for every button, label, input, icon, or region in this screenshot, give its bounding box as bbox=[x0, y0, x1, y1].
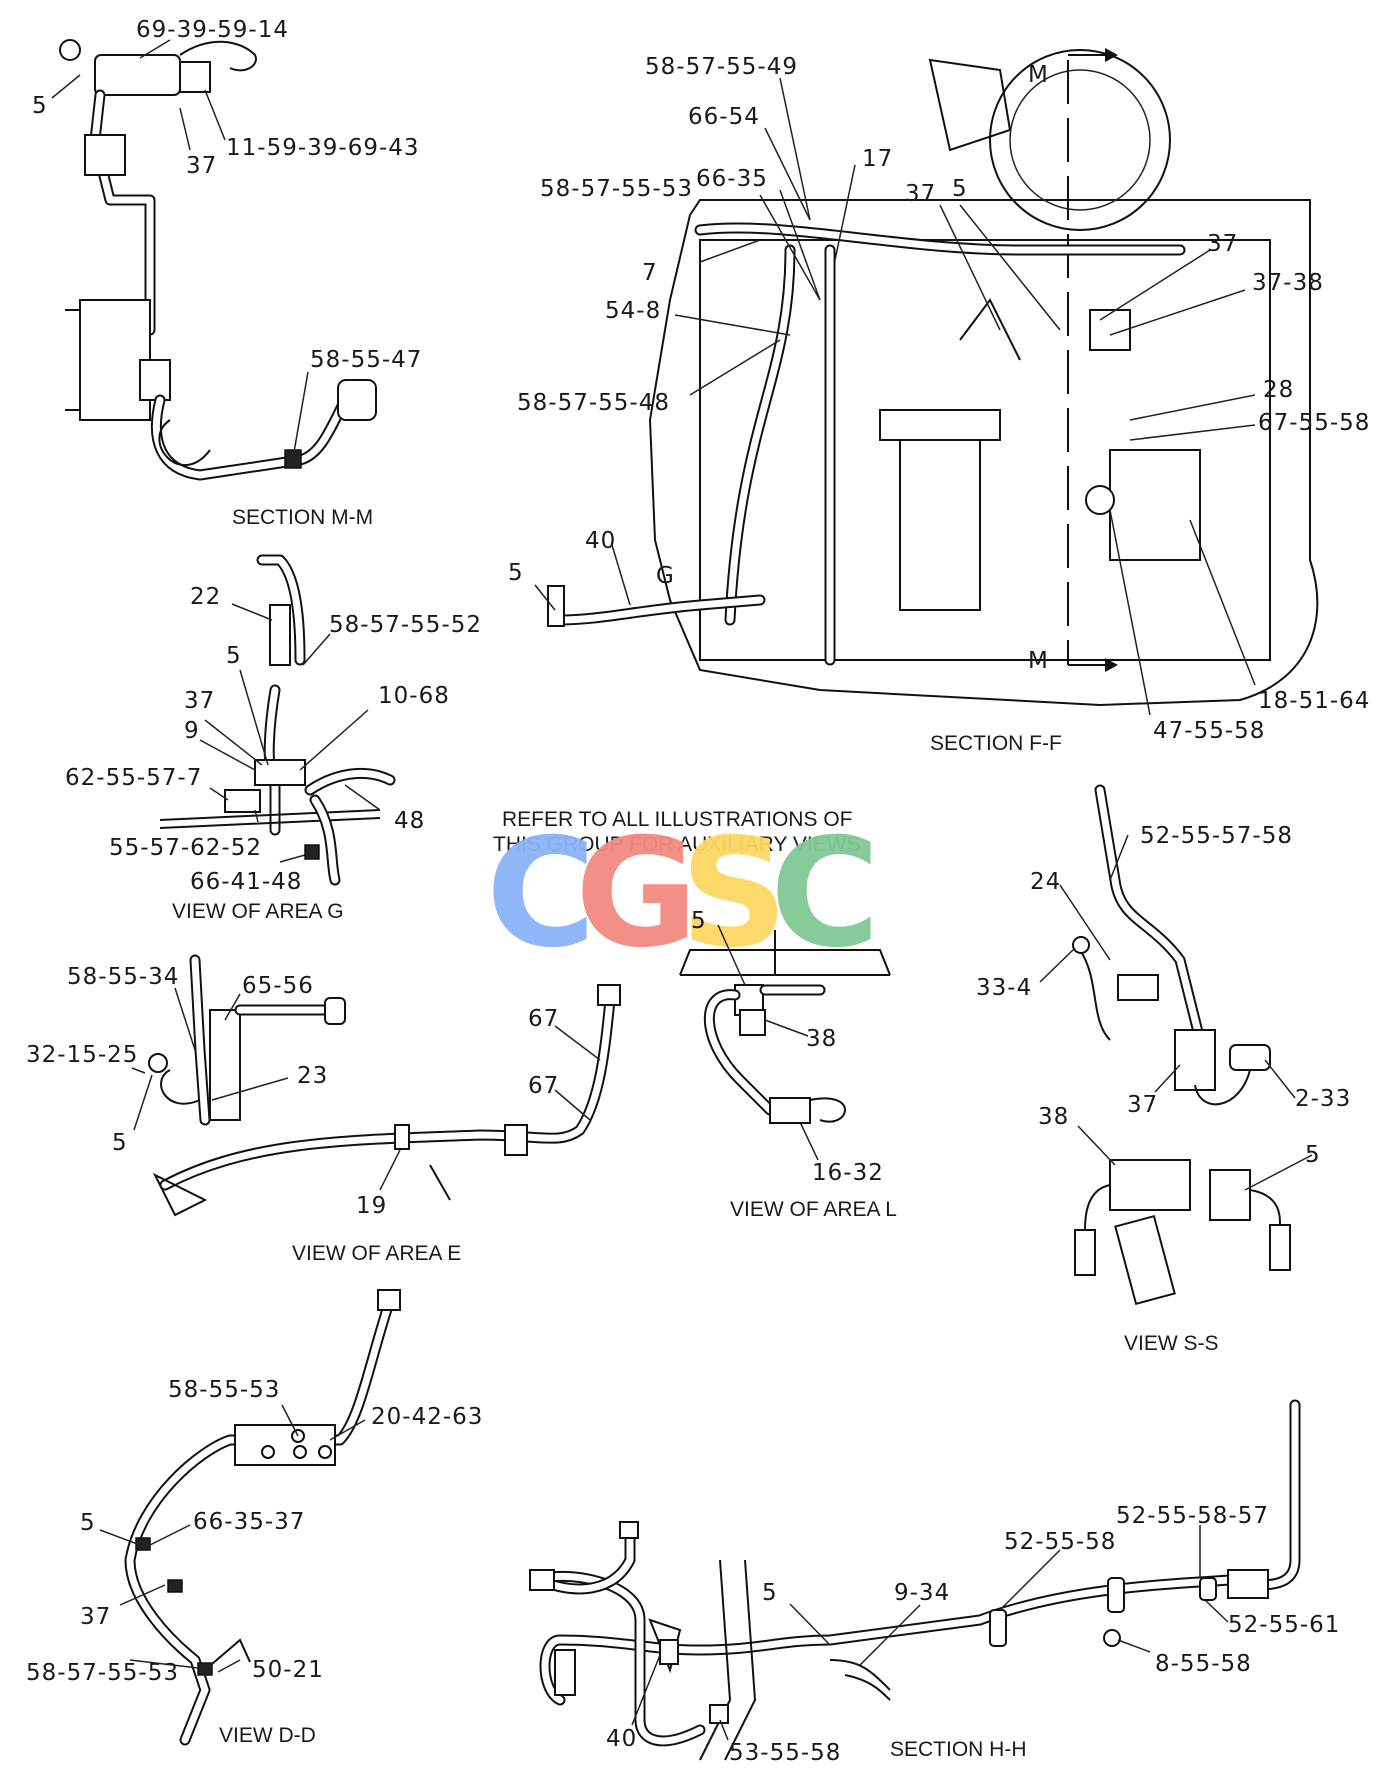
callout-18-51-64: 18-51-64 bbox=[1258, 688, 1370, 714]
callout-58-57-55-49: 58-57-55-49 bbox=[645, 54, 798, 80]
callout-38: 38 bbox=[1038, 1104, 1069, 1130]
callout-37: 37 bbox=[80, 1604, 111, 1630]
callout-40: 40 bbox=[606, 1726, 637, 1752]
callout-47-55-58: 47-55-58 bbox=[1153, 718, 1265, 744]
cgsc-watermark-logo: C G S C bbox=[486, 807, 880, 981]
callout-10-68: 10-68 bbox=[378, 683, 450, 709]
callout-48: 48 bbox=[394, 808, 425, 834]
callout-37: 37 bbox=[184, 688, 215, 714]
callout-5: 5 bbox=[80, 1510, 96, 1536]
callout-5: 5 bbox=[691, 908, 707, 934]
callout-62-55-57-7: 62-55-57-7 bbox=[65, 765, 202, 791]
callout-65-56: 65-56 bbox=[242, 973, 314, 999]
callout-55-57-62-52: 55-57-62-52 bbox=[109, 835, 262, 861]
notice-block: REFER TO ALL ILLUSTRATIONS OF THIS GROUP… bbox=[493, 808, 861, 856]
callout-66-35-37: 66-35-37 bbox=[193, 1509, 305, 1535]
callout-66-41-48: 66-41-48 bbox=[190, 869, 302, 895]
notice-line-1: REFER TO ALL ILLUSTRATIONS OF bbox=[502, 808, 852, 831]
callout-38: 38 bbox=[806, 1026, 837, 1052]
callout-22: 22 bbox=[190, 584, 221, 610]
watermark-letter-c2: C bbox=[770, 807, 880, 981]
callout-37-right: 37 bbox=[1207, 231, 1238, 257]
callout-5: 5 bbox=[112, 1130, 128, 1156]
caption-view-area-g: VIEW OF AREA G bbox=[172, 900, 344, 923]
section-cut-marker-bottom: M bbox=[1028, 648, 1049, 674]
callout-16-32: 16-32 bbox=[812, 1160, 884, 1186]
view-dd: 58-55-53 20-42-63 5 66-35-37 37 58-57-55… bbox=[26, 1289, 483, 1747]
callout-5: 5 bbox=[1305, 1142, 1321, 1168]
callout-37: 37 bbox=[186, 153, 217, 179]
callout-5: 5 bbox=[32, 93, 48, 119]
notice-line-2: THIS GROUP FOR AUXILIARY VIEWS bbox=[493, 833, 861, 856]
callout-67-bottom: 67 bbox=[528, 1073, 559, 1099]
callout-52-55-58-57: 52-55-58-57 bbox=[1116, 1503, 1269, 1529]
callout-5-top: 5 bbox=[952, 176, 968, 202]
callout-5: 5 bbox=[762, 1580, 778, 1606]
caption-section-ff: SECTION F-F bbox=[930, 732, 1062, 755]
callout-58-57-55-48: 58-57-55-48 bbox=[517, 390, 670, 416]
view-area-g: 22 58-57-55-52 5 37 10-68 9 62-55-57-7 4… bbox=[65, 554, 482, 923]
callout-37-top: 37 bbox=[905, 181, 936, 207]
callout-19: 19 bbox=[356, 1193, 387, 1219]
callout-67-55-58: 67-55-58 bbox=[1258, 410, 1370, 436]
callout-66-35: 66-35 bbox=[696, 166, 768, 192]
callout-23: 23 bbox=[297, 1063, 328, 1089]
callout-50-21: 50-21 bbox=[252, 1657, 324, 1683]
callout-5-left: 5 bbox=[508, 560, 524, 586]
callout-8-55-58: 8-55-58 bbox=[1155, 1651, 1252, 1677]
callout-9: 9 bbox=[184, 718, 200, 744]
caption-view-ss: VIEW S-S bbox=[1124, 1332, 1219, 1355]
callout-28: 28 bbox=[1263, 377, 1294, 403]
callout-69-39-59-14: 69-39-59-14 bbox=[136, 17, 289, 43]
section-hh-view: 52-55-58-57 52-55-58 5 9-34 52-55-61 8-5… bbox=[529, 1399, 1340, 1766]
watermark-letter-s: S bbox=[680, 807, 788, 981]
watermark-letter-g: G bbox=[575, 807, 698, 981]
callout-58-55-47: 58-55-47 bbox=[310, 347, 422, 373]
callout-5: 5 bbox=[226, 643, 242, 669]
view-ss: 52-55-57-58 24 33-4 37 2-33 38 5 VIEW S-… bbox=[976, 784, 1351, 1355]
section-cut-marker-top: M bbox=[1028, 62, 1049, 88]
callout-9-34: 9-34 bbox=[894, 1580, 950, 1606]
callout-58-57-55-52: 58-57-55-52 bbox=[329, 612, 482, 638]
callout-66-54: 66-54 bbox=[688, 104, 760, 130]
callout-40: 40 bbox=[585, 528, 616, 554]
view-area-e: 58-55-34 65-56 67 32-15-25 23 67 5 19 VI… bbox=[26, 954, 621, 1265]
callout-52-55-61: 52-55-61 bbox=[1228, 1612, 1340, 1638]
callout-33-4: 33-4 bbox=[976, 975, 1032, 1001]
callout-24: 24 bbox=[1030, 869, 1061, 895]
view-area-l: 5 38 16-32 VIEW OF AREA L bbox=[679, 908, 897, 1221]
callout-37: 37 bbox=[1127, 1092, 1158, 1118]
callout-52-55-58: 52-55-58 bbox=[1004, 1529, 1116, 1555]
callout-17: 17 bbox=[862, 146, 893, 172]
callout-58-55-34: 58-55-34 bbox=[67, 964, 179, 990]
section-mm-view: 69-39-59-14 5 11-59-39-69-43 37 58-55-47… bbox=[32, 17, 422, 529]
callout-53-55-58: 53-55-58 bbox=[729, 1740, 841, 1766]
callout-2-33: 2-33 bbox=[1295, 1086, 1351, 1112]
callout-58-55-53: 58-55-53 bbox=[168, 1377, 280, 1403]
callout-67-top: 67 bbox=[528, 1006, 559, 1032]
callout-11-59-39-69-43: 11-59-39-69-43 bbox=[226, 135, 420, 161]
callout-7: 7 bbox=[642, 260, 658, 286]
caption-view-dd: VIEW D-D bbox=[219, 1724, 316, 1747]
area-g-marker: G bbox=[656, 563, 675, 589]
callout-32-15-25: 32-15-25 bbox=[26, 1042, 138, 1068]
caption-view-area-e: VIEW OF AREA E bbox=[292, 1242, 461, 1265]
callout-54-8: 54-8 bbox=[605, 298, 661, 324]
callout-37-38: 37-38 bbox=[1252, 270, 1324, 296]
caption-view-area-l: VIEW OF AREA L bbox=[730, 1198, 897, 1221]
callout-58-57-55-53: 58-57-55-53 bbox=[26, 1660, 179, 1686]
caption-section-mm: SECTION M-M bbox=[232, 506, 373, 529]
watermark-letter-c1: C bbox=[486, 807, 596, 981]
section-ff-view: M M G bbox=[508, 48, 1370, 755]
caption-section-hh: SECTION H-H bbox=[890, 1738, 1027, 1761]
callout-58-57-55-53: 58-57-55-53 bbox=[540, 176, 693, 202]
callout-20-42-63: 20-42-63 bbox=[371, 1404, 483, 1430]
callout-52-55-57-58: 52-55-57-58 bbox=[1140, 823, 1293, 849]
